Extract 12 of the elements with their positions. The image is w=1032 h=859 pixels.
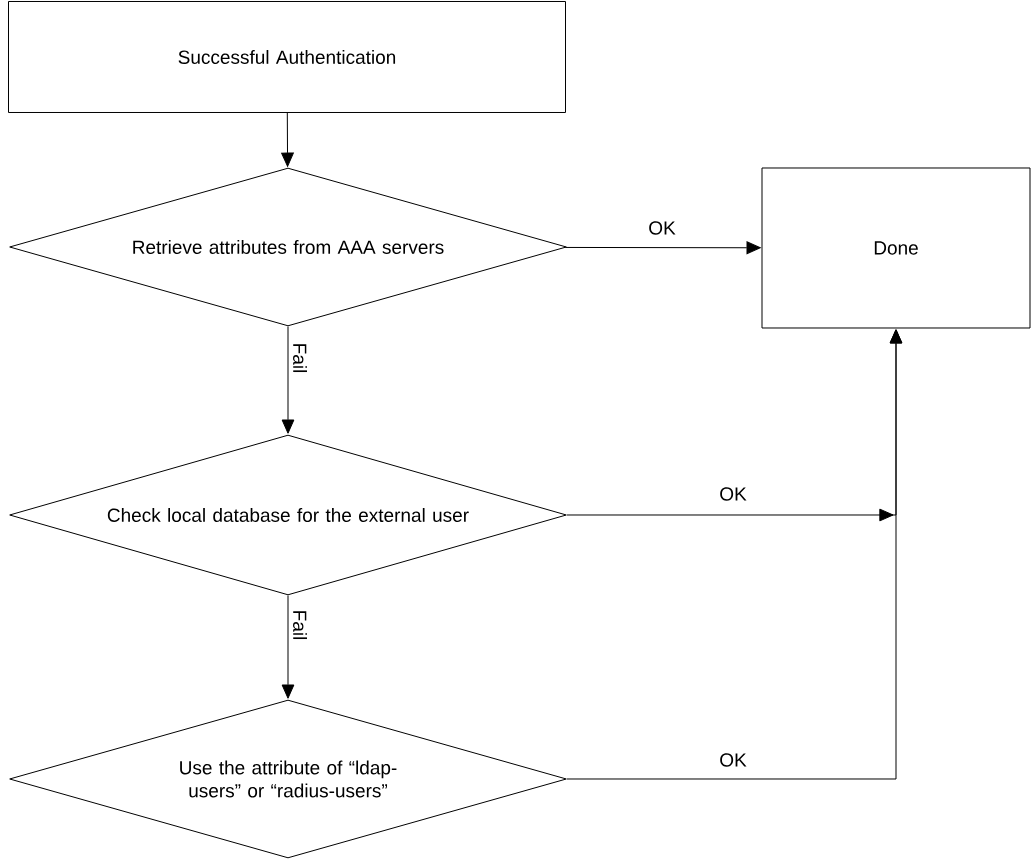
edge-label: Fail xyxy=(292,608,308,642)
arrow xyxy=(281,112,294,167)
arrow xyxy=(281,326,295,434)
process-box: Done xyxy=(761,167,1031,329)
edge-label: OK xyxy=(647,220,677,236)
process-box: Successful Authentication xyxy=(8,1,566,113)
arrow xyxy=(566,329,903,780)
edge-label: OK xyxy=(718,486,748,502)
arrow xyxy=(281,595,295,699)
arrow xyxy=(564,241,761,255)
edge-label: Fail xyxy=(292,341,308,375)
edge-label: OK xyxy=(718,752,748,768)
